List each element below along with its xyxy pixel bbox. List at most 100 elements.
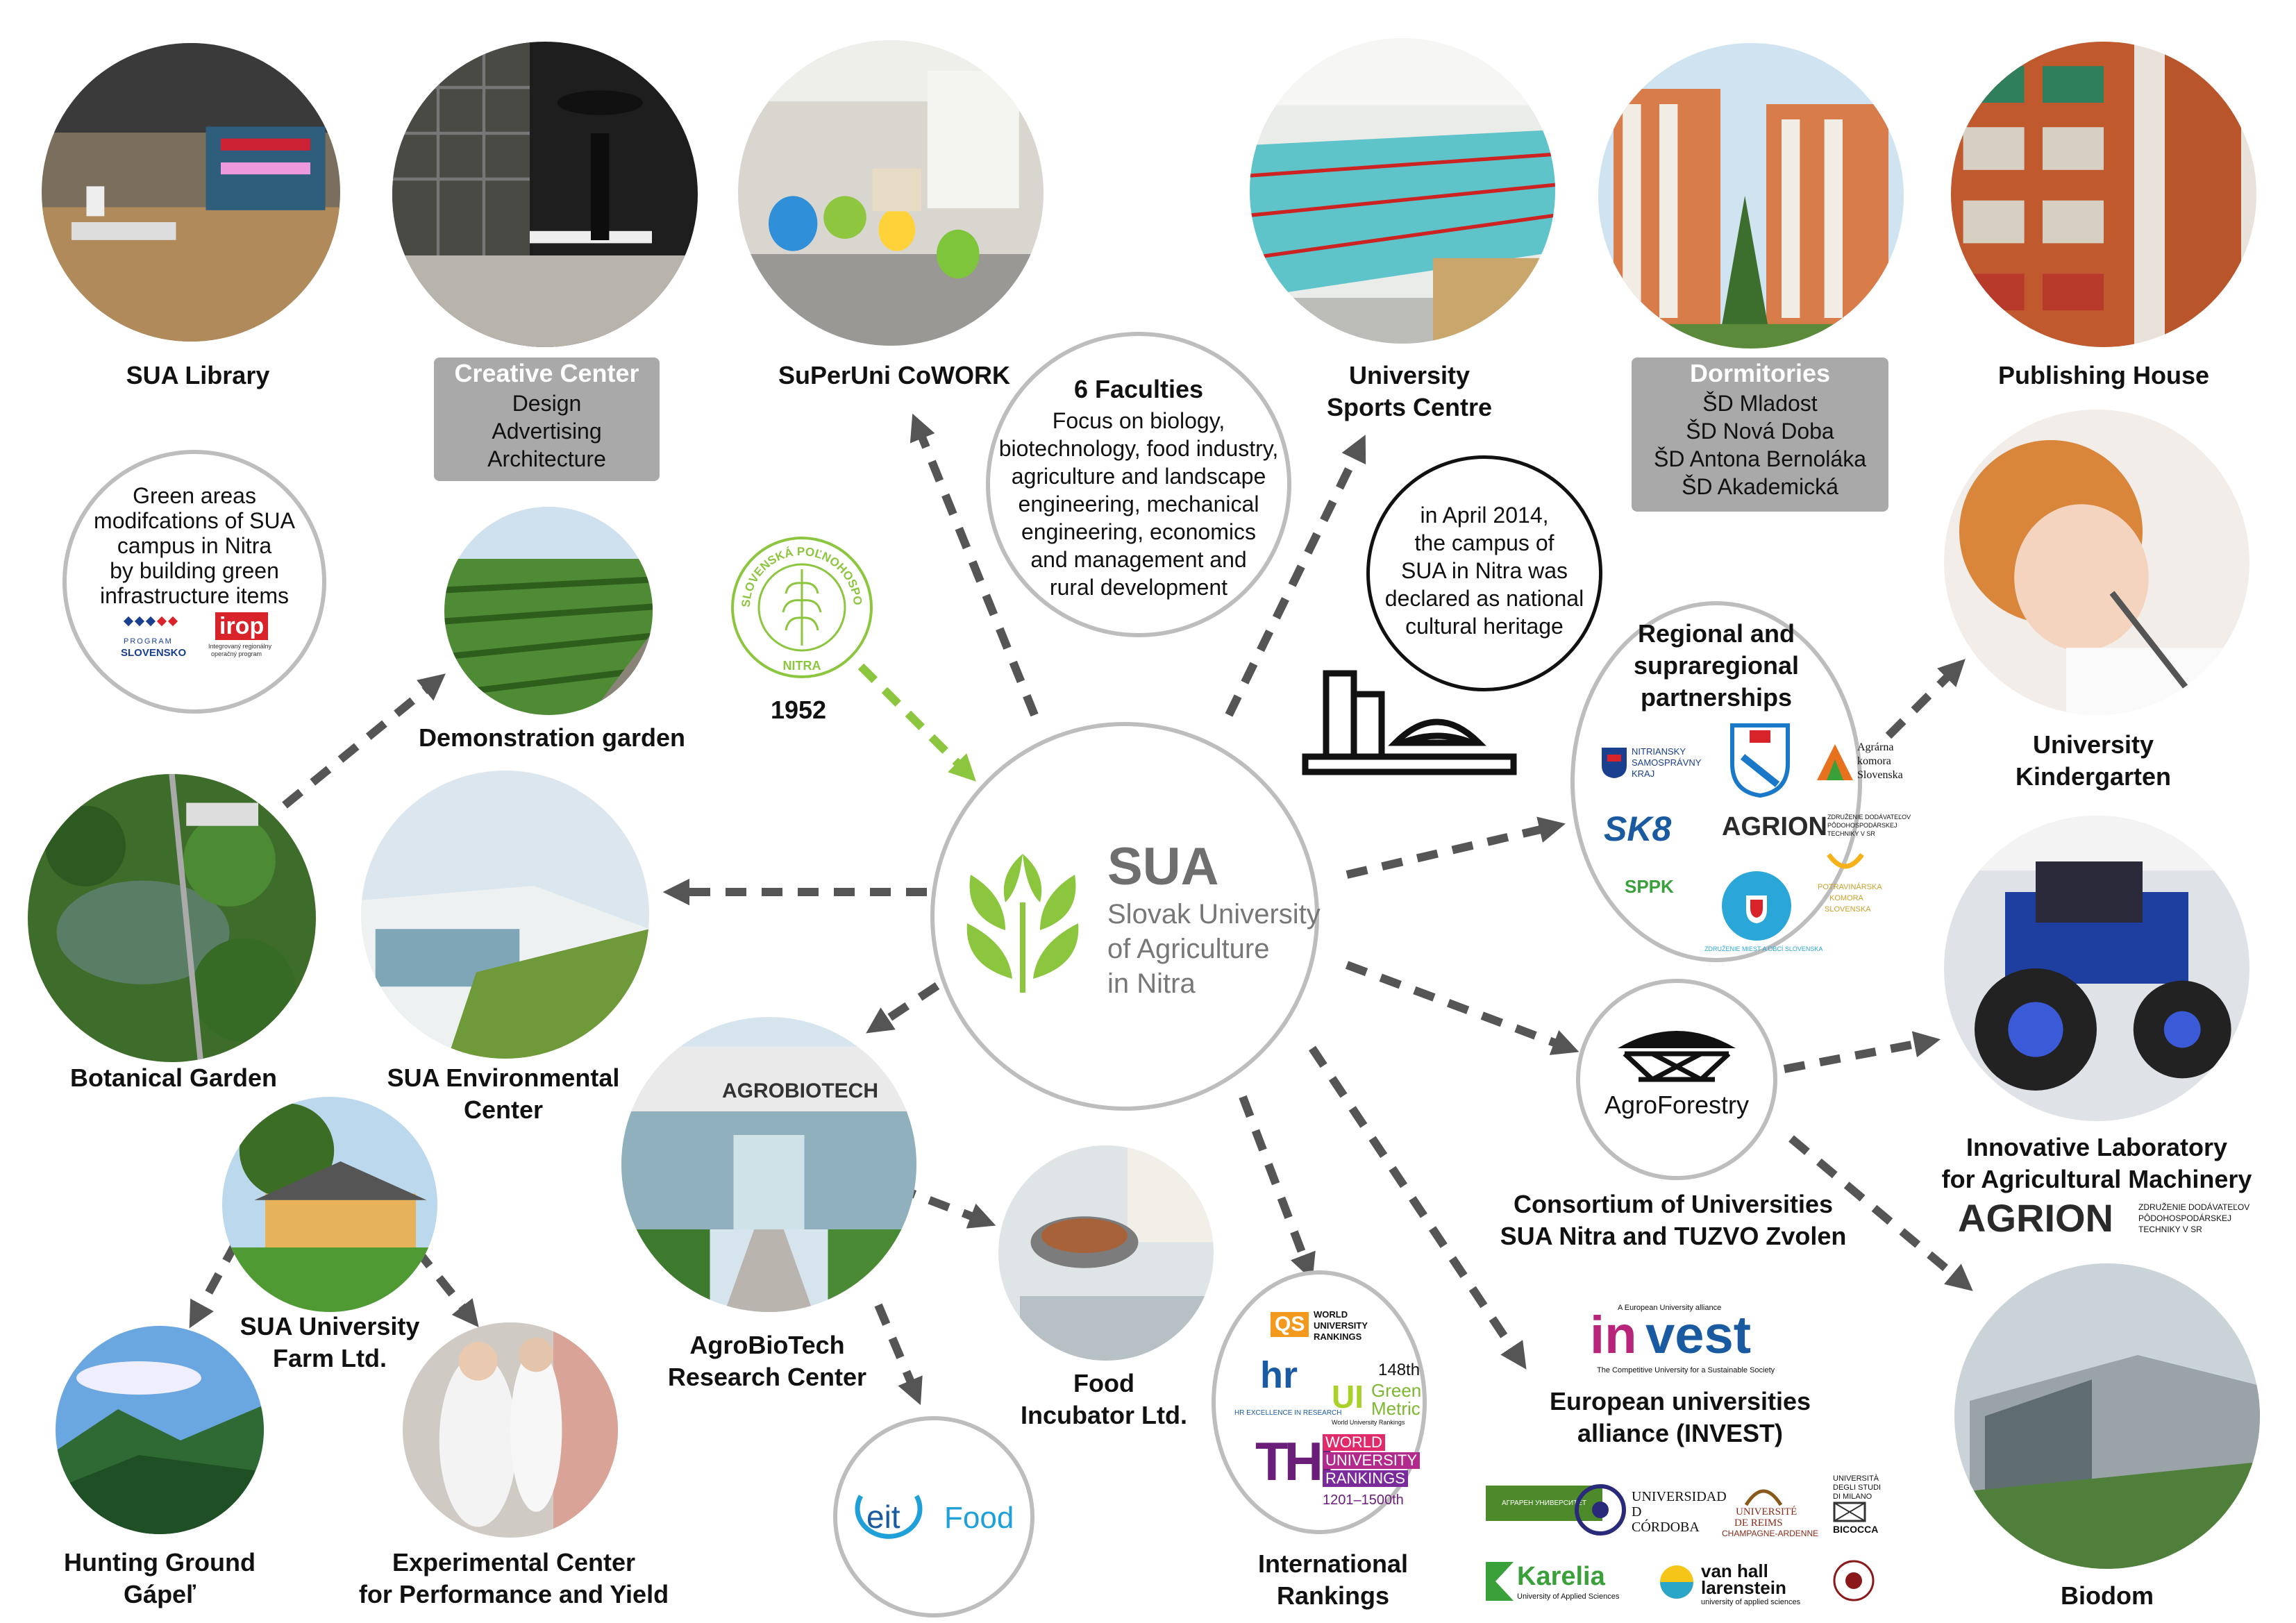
environmental-label-1: SUA Environmental [387,1063,620,1092]
zmos-text: ZDRUŽENIE MIEST A OBCÍ SLOVENSKA [1704,945,1823,952]
green-areas-line-3: campus in Nitra [117,533,272,558]
environmental-label-2: Center [463,1095,544,1124]
farm-label-2: Farm Ltd. [272,1344,387,1372]
agrarna-komora-icon [1817,744,1853,780]
biodom-photo [1954,1263,2260,1569]
agrarna-komora-3: Slovenska [1857,769,1903,781]
eit-text: eit [866,1499,900,1535]
cowork-photo [738,40,1044,346]
rankings-label-1: International [1257,1549,1409,1578]
consortium-label-2: SUA Nitra and TUZVO Zvolen [1500,1222,1847,1250]
partner-vhl-sub: university of applied sciences [1701,1598,1801,1606]
arrow-to-eit [874,1303,923,1406]
demo-garden-photo [444,507,653,715]
agrion-regional-sub-1: ZDRUŽENIE DODÁVATEĽOV [1827,814,1911,821]
dormitories-photo [1598,43,1904,348]
agroforestry-icon [1618,1031,1736,1082]
ui-sub: World University Rankings [1332,1419,1405,1426]
green-areas-line-4: by building green [110,558,279,583]
partner-aup: АГРАРЕН УНИВЕРСИТЕТ [1486,1486,1602,1521]
qs-text-2: UNIVERSITY [1314,1320,1368,1331]
agrion-regional: AGRION [1722,812,1827,841]
cowork-label: SuPerUni CoWORK [778,361,1010,389]
creative-line-2: Advertising [492,419,602,444]
arrow-to-cowork [910,413,1039,717]
vhl-logo-icon [1660,1565,1693,1599]
arrow-to-invest [1309,1045,1527,1370]
arrow-to-kindergarten [1885,659,1966,739]
partner-karelia-sub: University of Applied Sciences [1517,1592,1620,1601]
arrow-to-hunting [189,1241,240,1329]
library-label: SUA Library [126,361,270,389]
library-photo [42,43,340,342]
faculties-line-1: Focus on biology, [1052,408,1225,433]
zmos-logo-icon [1722,871,1791,941]
dorm-4: ŠD Akademická [1682,474,1838,499]
agrarna-komora-2: komora [1857,755,1891,767]
food-incubator-label-1: Food [1073,1369,1134,1397]
dorm-3: ŠD Antona Bernoláka [1654,446,1866,471]
agrion-big-sub-3: TECHNIKY V SR [2138,1225,2202,1234]
irop-sub-2: operačný program [211,650,262,657]
faculties-line-3: agriculture and landscape [1011,464,1266,489]
kindergarten-label-1: University [2032,730,2154,759]
agrobiotech-label-1: AgroBioTech [689,1331,845,1359]
bicocca-box-icon [1833,1502,1866,1522]
hr-sub: HR EXCELLENCE IN RESEARCH [1234,1409,1342,1417]
partner-vhl-1: van hall [1701,1561,1768,1581]
arrow-to-agrobiotech [866,982,940,1034]
arrow-to-experimental [413,1247,479,1327]
agrobiotech-sign: AGROBIOTECH [722,1079,878,1102]
creative-center-title: Creative Center [454,359,639,387]
ui-logo: UI [1332,1379,1364,1415]
arrow-to-biodom [1788,1135,1973,1291]
the-rank: 1201–1500th [1323,1492,1404,1508]
farm-label-1: SUA University [240,1312,420,1340]
nsk-text-3: KRAJ [1632,768,1655,779]
arrow-seal-to-center [857,663,976,782]
invest-label-2: alliance (INVEST) [1577,1419,1784,1447]
cordoba-crest-icon [1575,1484,1626,1536]
partner-bicocca-1: UNIVERSITÀ [1833,1474,1879,1483]
center-name-1: Slovak University [1107,899,1321,930]
agrion-big-sub-1: ZDRUŽENIE DODÁVATEĽOV [2138,1202,2250,1212]
qs-text-3: RANKINGS [1314,1331,1362,1342]
invest-label-1: European universities [1549,1387,1811,1415]
nitra-crest-icon [1730,723,1790,798]
nsk-text-2: SAMOSPRÁVNY [1632,757,1702,768]
seal-year: 1952 [770,696,827,724]
kindergarten-label-2: Kindergarten [2015,762,2172,791]
program-slovensko-text-2: SLOVENSKO [121,647,187,659]
pks-text-3: SLOVENSKA [1825,905,1871,914]
dormitories-box: Dormitories ŠD Mladost ŠD Nová Doba ŠD A… [1632,358,1888,512]
faculties-circle [986,332,1291,637]
partner-bicocca-2: DEGLI STUDI [1833,1483,1882,1492]
seal-bottom-text: NITRA [783,659,821,673]
eit-circle [833,1416,1034,1617]
machinery-label-1: Innovative Laboratory [1966,1133,2228,1161]
food-incubator-photo [998,1145,1214,1361]
karelia-logo-icon [1486,1562,1514,1601]
heritage-line-3: SUA in Nitra was [1400,558,1568,583]
sports-photo [1250,38,1555,344]
center-name-2: of Agriculture [1107,934,1270,964]
rankings-label-2: Rankings [1276,1581,1390,1610]
agrobiotech-photo [621,1017,916,1312]
faculties-title: 6 Faculties [1073,375,1204,403]
the-text-1: WORLD [1323,1434,1385,1451]
publishing-photo [1951,42,2256,347]
ui-text-1: Green [1371,1380,1422,1401]
environmental-photo [361,771,649,1059]
dormitories-title: Dormitories [1689,359,1831,387]
consortium-label-1: Consortium of Universities [1513,1190,1834,1218]
food-incubator-label-2: Incubator Ltd. [1021,1401,1187,1429]
arrow-to-regional [1346,816,1566,879]
partner-bicocca-3: DI MILANO [1833,1492,1872,1501]
sports-label-1: University [1348,361,1470,389]
agrion-big-sub-2: PÔDOHOSPODÁRSKEJ [2138,1213,2232,1223]
hr-logo: hr [1260,1354,1298,1396]
agrion-big-logo: AGRION [1958,1196,2113,1240]
eit-food-text: Food [944,1501,1014,1535]
faculties-line-2: biotechnology, food industry, [998,436,1279,461]
nsk-text-1: NITRIANSKY [1632,746,1686,757]
